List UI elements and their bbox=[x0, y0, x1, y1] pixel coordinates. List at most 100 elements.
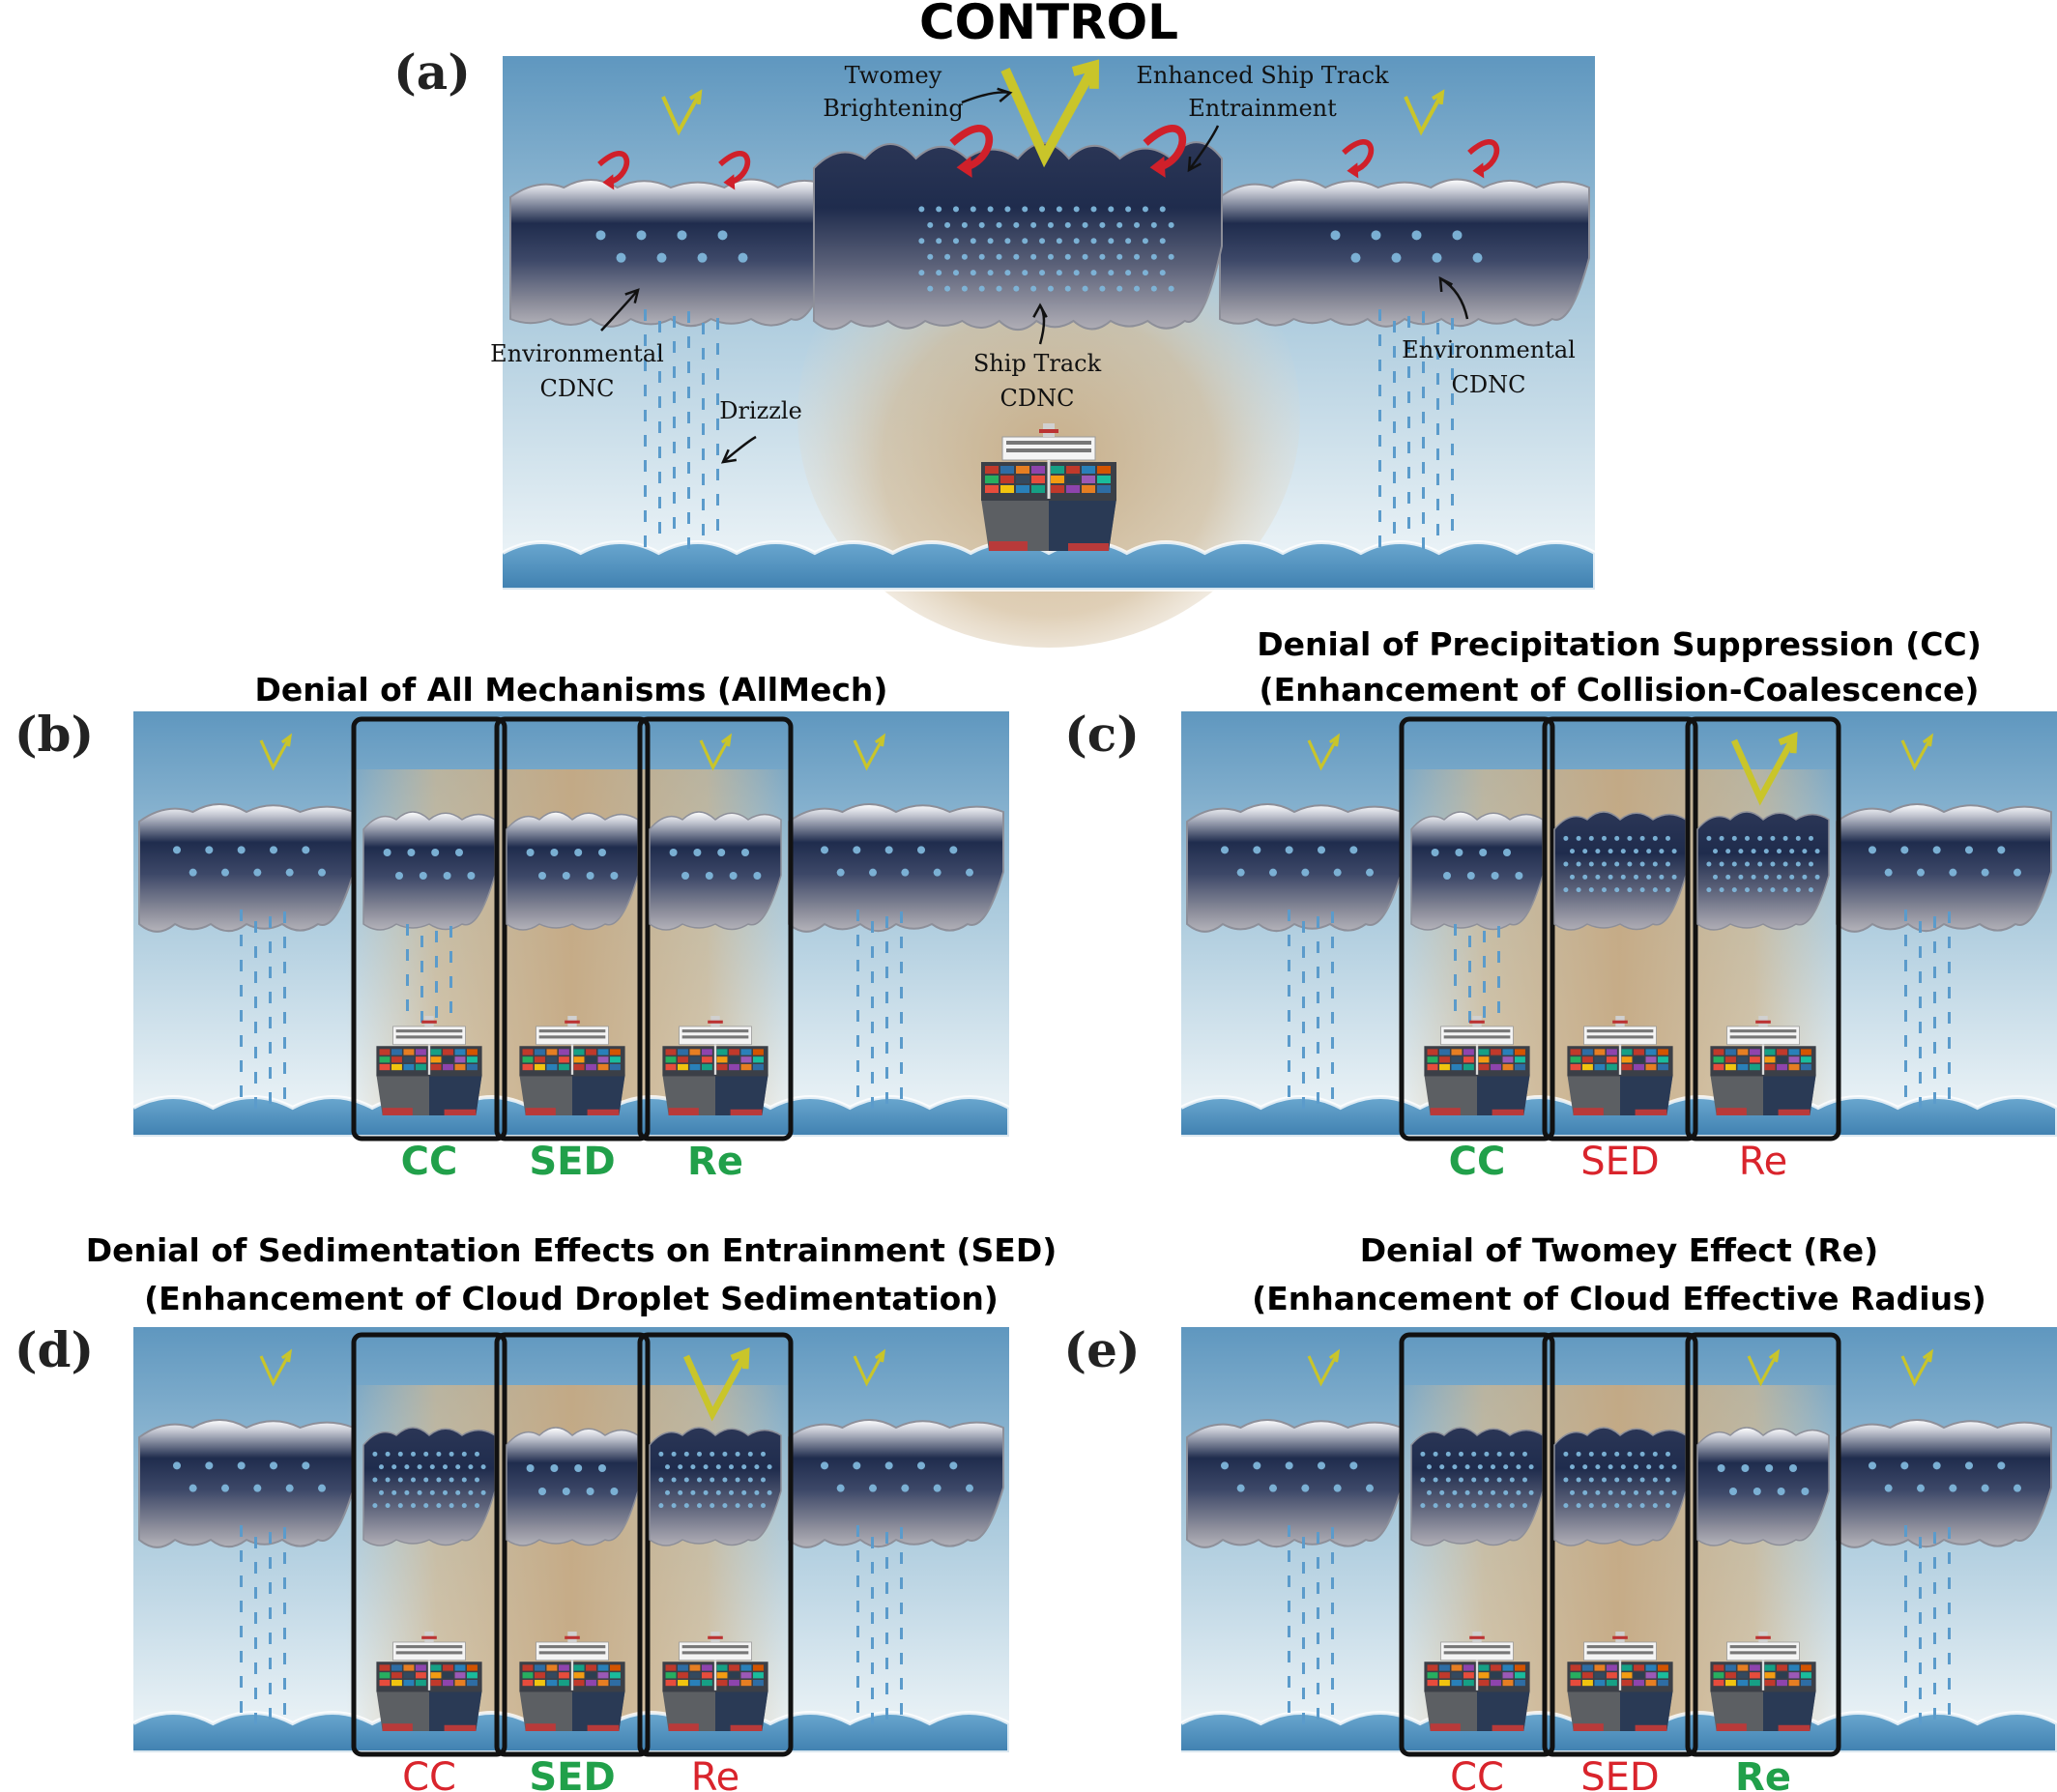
mechanism-column-sed: SED bbox=[1542, 1332, 1698, 1792]
cloud-droplet bbox=[1666, 887, 1670, 893]
cloud-droplet bbox=[1671, 1489, 1677, 1495]
annotation-environmental-cdnc: CDNC bbox=[1452, 371, 1526, 398]
cloud-droplet bbox=[1528, 1489, 1534, 1495]
cloud-droplet bbox=[1570, 874, 1575, 880]
mechanism-label-sed: SED bbox=[1580, 1755, 1659, 1792]
cloud-droplet bbox=[1706, 887, 1712, 893]
cloud-droplet bbox=[1433, 1451, 1438, 1457]
cloud-droplet bbox=[853, 1461, 861, 1470]
sunlight-reflection-arrow bbox=[1747, 1355, 1778, 1387]
cloud-droplet bbox=[970, 238, 976, 245]
cloud-droplet bbox=[188, 868, 197, 877]
cloud-droplet bbox=[285, 1484, 294, 1492]
cloud-droplet bbox=[407, 849, 416, 856]
cloud-droplet bbox=[1965, 846, 1973, 854]
cloud-droplet bbox=[1301, 868, 1310, 877]
cloud-droplet bbox=[1064, 285, 1071, 292]
cloud-droplet bbox=[1168, 285, 1174, 292]
mechanism-label-sed: SED bbox=[529, 1755, 615, 1792]
cloud bbox=[788, 803, 1004, 933]
cloud-droplet bbox=[1602, 1477, 1607, 1483]
cloud-droplet bbox=[690, 1489, 696, 1495]
cloud-droplet bbox=[1125, 270, 1132, 276]
cloud bbox=[649, 811, 782, 931]
cloud-droplet bbox=[1030, 221, 1037, 228]
cloud-droplet bbox=[1496, 1477, 1502, 1483]
cloud-droplet bbox=[949, 846, 958, 854]
cloud-droplet bbox=[1717, 1464, 1725, 1472]
cloud-droplet bbox=[1116, 253, 1123, 260]
cloud-droplet bbox=[1439, 1489, 1445, 1495]
cloud-droplet bbox=[468, 1464, 474, 1470]
cloud-droplet bbox=[423, 1503, 429, 1509]
panel-title: Denial of Twomey Effect (Re) bbox=[1360, 1231, 1878, 1269]
mechanism-frame bbox=[351, 1332, 507, 1757]
cloud-droplet bbox=[1627, 887, 1633, 893]
cloud-droplet bbox=[598, 849, 606, 856]
cloud-droplet bbox=[1949, 868, 1957, 877]
arrowhead bbox=[1347, 162, 1359, 179]
cloud-droplet bbox=[918, 270, 925, 276]
mechanism-frame bbox=[1399, 1332, 1555, 1757]
cloud-droplet bbox=[1729, 1488, 1737, 1495]
sunlight-reflection-arrow bbox=[853, 739, 884, 771]
cloud-droplet bbox=[1884, 1484, 1893, 1492]
cloud-droplet bbox=[436, 1503, 442, 1509]
cloud-droplet bbox=[901, 1484, 910, 1492]
cloud-droplet bbox=[1134, 221, 1141, 228]
sunlight-reflection-arrow bbox=[682, 1354, 747, 1422]
cloud-droplet bbox=[1595, 849, 1601, 854]
cloud-droplet bbox=[1917, 868, 1925, 877]
cloud-droplet bbox=[423, 1451, 429, 1457]
sunlight-reflection-arrow bbox=[1730, 738, 1795, 806]
cloud-droplet bbox=[598, 1464, 606, 1472]
cloud-droplet bbox=[1745, 887, 1750, 893]
cloud-droplet bbox=[1809, 835, 1813, 841]
sunlight-reflection-arrow bbox=[259, 1355, 290, 1387]
cloud-droplet bbox=[1563, 1477, 1569, 1483]
sunlight-reflection-arrow bbox=[1404, 96, 1442, 136]
cloud-droplet bbox=[1516, 1489, 1521, 1495]
cloud-droplet bbox=[253, 1484, 262, 1492]
cloud-droplet bbox=[1269, 1484, 1277, 1492]
cloud-droplet bbox=[173, 1461, 181, 1470]
cloud-droplet bbox=[372, 1503, 378, 1509]
cloud-droplet bbox=[1108, 238, 1115, 245]
cloud-droplet bbox=[918, 206, 925, 213]
cloud-droplet bbox=[1997, 1461, 2006, 1470]
cloud-droplet bbox=[221, 868, 229, 877]
annotation-pointer bbox=[1187, 125, 1220, 171]
cloud-droplet bbox=[1770, 887, 1776, 893]
cloud-droplet bbox=[1652, 1477, 1658, 1483]
cloud-droplet bbox=[1809, 887, 1813, 893]
cloud-droplet bbox=[1491, 1464, 1495, 1470]
cloud-droplet bbox=[1582, 1464, 1588, 1470]
annotation-pointer bbox=[600, 289, 639, 332]
annotation-entrainment: Entrainment bbox=[1188, 95, 1337, 122]
cloud-droplet bbox=[671, 1477, 677, 1483]
cloud-droplet bbox=[1777, 849, 1782, 854]
cloud-droplet bbox=[237, 846, 246, 854]
cloud-droplet bbox=[1770, 861, 1776, 867]
mechanism-frame bbox=[494, 716, 651, 1142]
mechanism-label-sed: SED bbox=[529, 1140, 615, 1184]
cloud-droplet bbox=[372, 1477, 378, 1483]
cloud-droplet bbox=[1639, 1503, 1645, 1509]
panel-label: (d) bbox=[14, 1321, 94, 1378]
cloud-droplet bbox=[431, 849, 440, 856]
annotation-ship-track-cdnc: Ship Track bbox=[973, 350, 1102, 377]
cloud-droplet bbox=[936, 206, 942, 213]
cloud-droplet bbox=[1782, 861, 1788, 867]
cloud bbox=[1186, 803, 1403, 933]
cloud-droplet bbox=[683, 1477, 689, 1483]
arrowhead bbox=[723, 174, 736, 190]
cloud-droplet bbox=[379, 1489, 384, 1495]
cloud-droplet bbox=[747, 1477, 753, 1483]
cloud bbox=[506, 1427, 639, 1546]
cloud-droplet bbox=[173, 846, 181, 854]
cloud-droplet bbox=[1464, 1464, 1470, 1470]
cloud-droplet bbox=[270, 846, 277, 854]
mechanism-column-re: Re bbox=[1685, 1332, 1841, 1792]
annotation-pointer bbox=[722, 435, 757, 463]
cloud-droplet bbox=[1634, 874, 1638, 880]
